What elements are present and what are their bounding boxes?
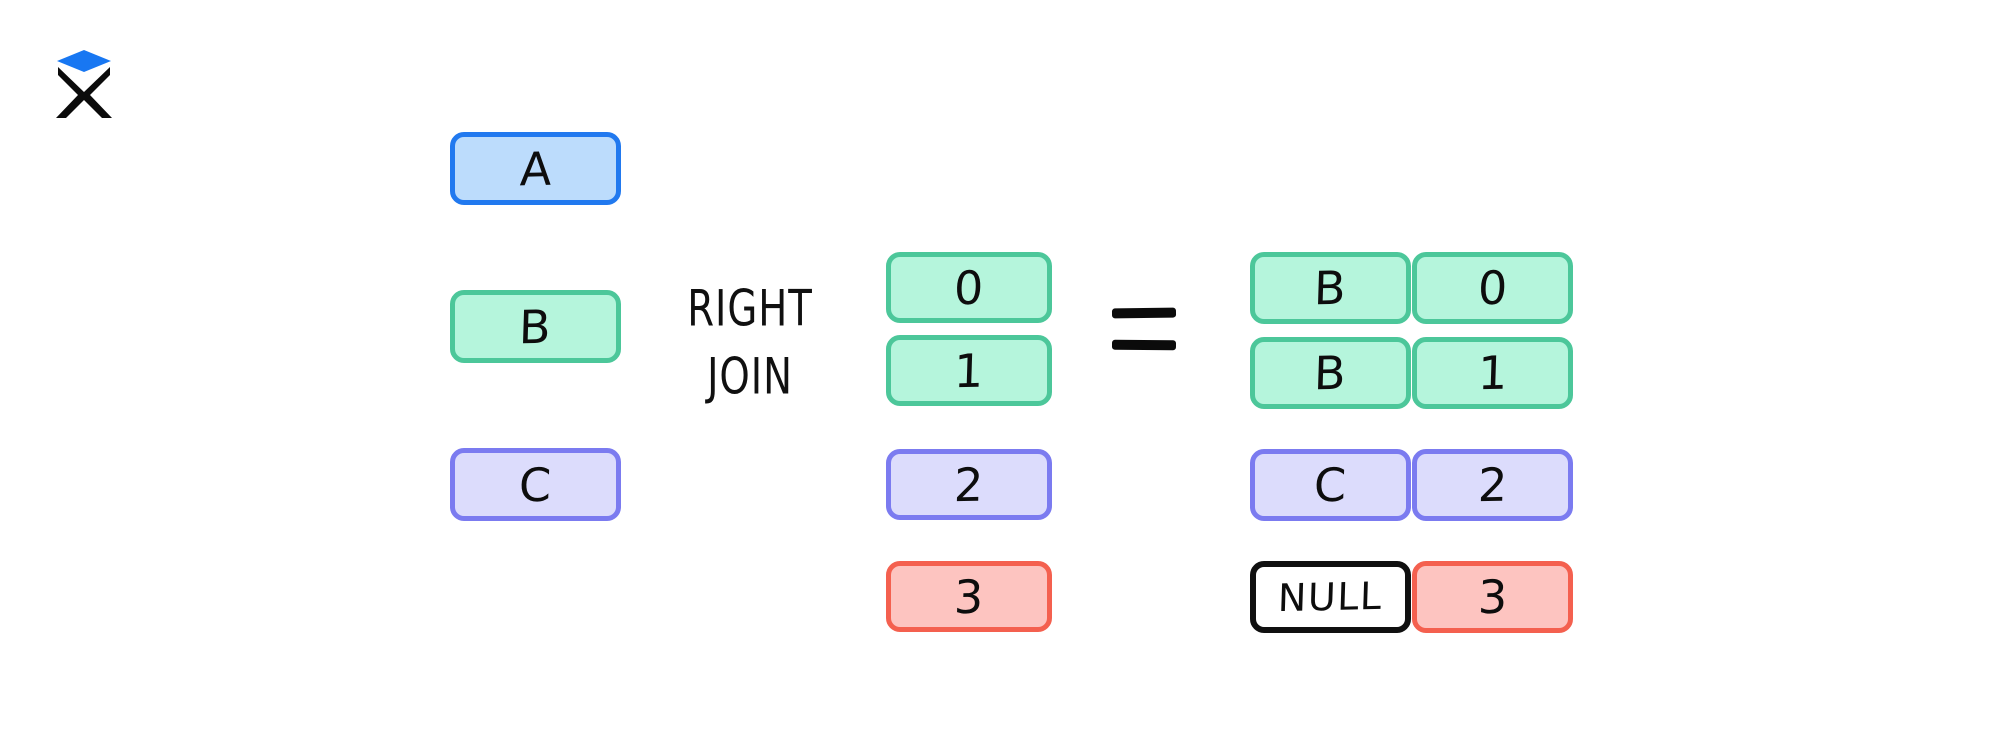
join-operator-label: RIGHT JOIN xyxy=(686,276,815,411)
equals-bar-top xyxy=(1111,307,1177,319)
right-table-cell-3[interactable]: 3 xyxy=(886,561,1052,632)
result-row-0-left[interactable]: B xyxy=(1250,252,1411,324)
result-row-2-left[interactable]: C xyxy=(1250,449,1411,521)
join-label-line-2: JOIN xyxy=(707,347,793,406)
equals-bar-bottom xyxy=(1111,339,1177,351)
right-table-cell-1[interactable]: 1 xyxy=(886,335,1052,406)
left-table-cell-c[interactable]: C xyxy=(450,448,621,521)
cell-value: B xyxy=(518,299,553,354)
letter-x-icon xyxy=(56,67,112,118)
cell-value: 1 xyxy=(1476,345,1509,401)
left-table-cell-b[interactable]: B xyxy=(450,290,621,363)
cell-value: 2 xyxy=(1476,457,1509,513)
result-row-3-right[interactable]: 3 xyxy=(1412,561,1573,633)
cell-value: C xyxy=(518,457,553,512)
cell-value: 3 xyxy=(1476,569,1509,625)
cell-value: NULL xyxy=(1277,573,1384,621)
cell-value: C xyxy=(1313,457,1348,513)
left-table-cell-a[interactable]: A xyxy=(450,132,621,205)
cell-value: A xyxy=(518,141,553,196)
right-table-cell-2[interactable]: 2 xyxy=(886,449,1052,520)
result-row-0-right[interactable]: 0 xyxy=(1412,252,1573,324)
cell-value: B xyxy=(1313,260,1348,316)
result-row-1-left[interactable]: B xyxy=(1250,337,1411,409)
cell-value: 0 xyxy=(1476,260,1509,316)
equals-sign xyxy=(1111,300,1177,362)
cell-value: B xyxy=(1313,345,1348,401)
cell-value: 2 xyxy=(953,457,985,512)
cell-value: 3 xyxy=(953,569,985,624)
result-row-3-left-null[interactable]: NULL xyxy=(1250,561,1411,633)
x-diamond-logo-icon xyxy=(56,50,112,118)
join-label-line-1: RIGHT xyxy=(687,279,813,338)
app-logo xyxy=(52,48,116,120)
diamond-icon xyxy=(57,50,111,72)
cell-value: 0 xyxy=(953,260,985,315)
cell-value: 1 xyxy=(953,343,985,398)
right-table-cell-0[interactable]: 0 xyxy=(886,252,1052,323)
result-row-2-right[interactable]: 2 xyxy=(1412,449,1573,521)
result-row-1-right[interactable]: 1 xyxy=(1412,337,1573,409)
